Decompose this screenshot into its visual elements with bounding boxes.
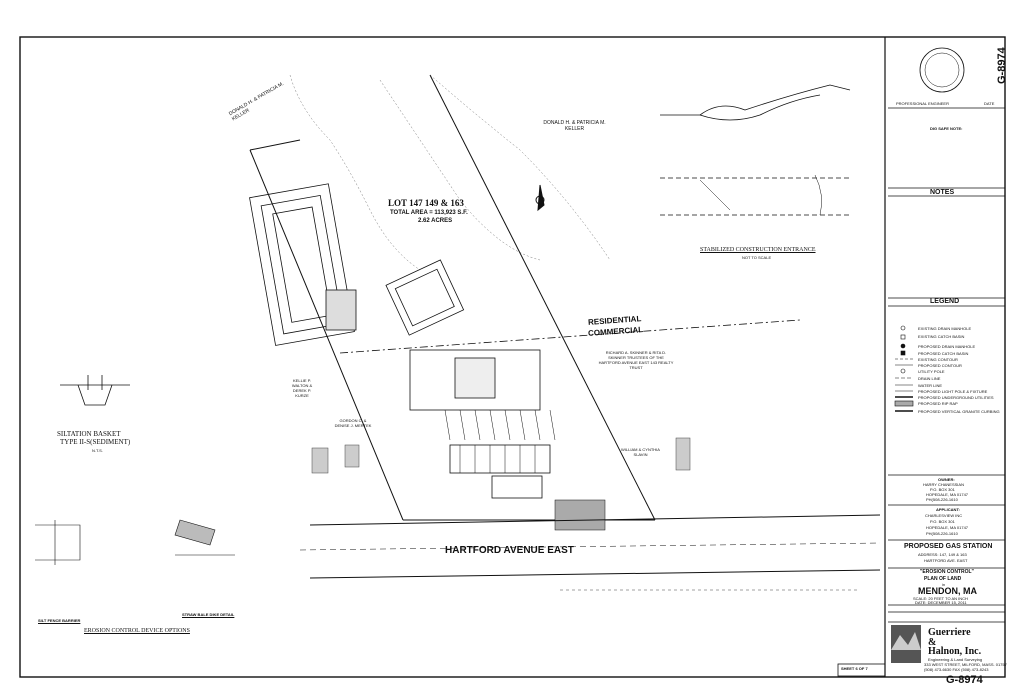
straw-bale-label: STRAW BALE DIKE DETAIL bbox=[182, 612, 235, 617]
property-lines bbox=[249, 74, 656, 521]
legend-item-2: PROPOSED DRAIN MANHOLE bbox=[918, 344, 976, 349]
legend-header: LEGEND bbox=[930, 298, 960, 305]
erosion-detail-sketches bbox=[35, 519, 235, 565]
drawing-number-bottom: G-8974 bbox=[946, 674, 983, 686]
lot-area: TOTAL AREA = 113,923 S.F. bbox=[390, 210, 468, 216]
neighbor-buildings bbox=[311, 437, 691, 474]
firm-tagline: Engineering & Land Surveying bbox=[928, 657, 983, 662]
project-street: HARTFORD AVE. EAST bbox=[924, 558, 968, 563]
siltation-basket-scale: N.T.S. bbox=[92, 448, 103, 453]
legend-item-10: PROPOSED UNDERGROUND UTILITIES bbox=[918, 395, 994, 400]
tree-line-hatching bbox=[289, 74, 611, 271]
applicant-name: CHARLESVIEW INC bbox=[925, 513, 963, 518]
building-and-parking bbox=[409, 349, 556, 499]
applicant-phone: PH(508-226-1610 bbox=[926, 531, 958, 536]
zoning-line bbox=[339, 319, 801, 354]
legend-item-7: DRAIN LINE bbox=[918, 376, 941, 381]
road-label: HARTFORD AVENUE EAST bbox=[445, 545, 574, 556]
plan-date: DATE: DECEMBER 15, 2011 bbox=[915, 600, 967, 605]
owner-name: HARRY CHANESSIAN bbox=[923, 482, 964, 487]
construction-entrance-label: STABILIZED CONSTRUCTION ENTRANCE bbox=[700, 247, 816, 253]
plan-sub: PLAN OF LAND bbox=[924, 576, 962, 582]
firm-name-3: Halnon, Inc. bbox=[928, 646, 982, 657]
owner-box: P.O. BOX 301 bbox=[930, 487, 955, 492]
legend-item-1: EXISTING CATCH BASIN bbox=[918, 334, 965, 339]
applicant-box: P.O. BOX 301 bbox=[930, 519, 955, 524]
legend-item-9: PROPOSED LIGHT POLE & FIXTURE bbox=[918, 389, 988, 394]
owner-keller-2: DONALD H. & PATRICIA M. KELLER bbox=[543, 120, 606, 132]
notes-header: NOTES bbox=[930, 189, 955, 196]
lot-acres: 2.62 ACRES bbox=[418, 218, 453, 224]
applicant-city: HOPEDALE, MA 01747 bbox=[926, 525, 969, 530]
legend-item-12: PROPOSED VERTICAL GRANITE CURBING bbox=[918, 409, 1000, 414]
road bbox=[299, 514, 881, 591]
silt-fence-label: SILT FENCE BARRIER bbox=[38, 618, 81, 623]
rip-rap bbox=[554, 499, 606, 531]
legend-item-8: WATER LINE bbox=[918, 383, 943, 388]
owner-city: HOPEDALE, MA 01747 bbox=[926, 492, 969, 497]
applicant-label: APPLICANT: bbox=[936, 507, 960, 512]
legend-item-5: PROPOSED CONTOUR bbox=[918, 363, 962, 368]
sheet-label: SHEET 6 OF 7 bbox=[841, 666, 868, 671]
project-title: PROPOSED GAS STATION bbox=[904, 543, 993, 550]
construction-entrance-scale: NOT TO SCALE bbox=[742, 255, 772, 260]
titleblock-lines bbox=[888, 107, 1005, 623]
erosion-options-label: EROSION CONTROL DEVICE OPTIONS bbox=[84, 628, 190, 634]
plan-title: "EROSION CONTROL" bbox=[920, 569, 974, 575]
owner-walton: KELLIE P. WALTON & DEREK P. KURZE bbox=[291, 378, 313, 398]
drawing-number-vertical: G-8974 bbox=[996, 47, 1008, 84]
owner-mertek: GORDON C. & DENISE J. MERTEK bbox=[334, 418, 372, 428]
firm-address: 333 WEST STREET, MILFORD, MASS. 01757 bbox=[924, 662, 1007, 667]
leaching-area bbox=[385, 259, 465, 336]
north-arrow bbox=[535, 184, 545, 212]
legend-item-11: PROPOSED RIP RAP bbox=[918, 401, 958, 406]
owner-slavin: WILLIAM & CYNTHIA SLAVIN bbox=[621, 447, 660, 457]
engineer-seal bbox=[919, 47, 965, 93]
legend-item-3: PROPOSED CATCH BASIN bbox=[918, 351, 969, 356]
construction-entrance-detail bbox=[660, 84, 851, 216]
legend-item-4: EXISTING CONTOUR bbox=[918, 357, 958, 362]
sheet-label-box bbox=[837, 663, 886, 677]
legend-item-0: EXISTING DRAIN MANHOLE bbox=[918, 326, 972, 331]
project-address: ADDRESS: 147, 149 & 163 bbox=[918, 552, 967, 557]
firm-name-2: & bbox=[928, 637, 937, 648]
firm-name-1: Guerriere bbox=[928, 627, 971, 638]
siltation-basket-sketch bbox=[60, 375, 130, 406]
town: MENDON, MA bbox=[918, 586, 977, 596]
date-label: DATE bbox=[984, 101, 995, 106]
sheet-border bbox=[19, 36, 1006, 678]
plan-scale: SCALE: 20 FEET TO AN INCH bbox=[913, 596, 968, 601]
legend-item-6: UTILITY POLE bbox=[918, 369, 945, 374]
siltation-basket-title: SILTATION BASKET bbox=[57, 430, 121, 438]
detention-basin bbox=[249, 183, 357, 346]
plan-in: in bbox=[942, 582, 946, 587]
lot-title: LOT 147 149 & 163 bbox=[388, 198, 464, 208]
owner-skinner: RICHARD A. SKINNER & RITA D. SKINNER TRU… bbox=[598, 350, 674, 370]
firm-phone: (508) 473-6630 FAX (508) 473-8243 bbox=[924, 667, 989, 672]
firm-logo-mountain bbox=[891, 632, 921, 650]
owner-phone: PH(508-226-1610 bbox=[926, 497, 958, 502]
legend-symbols bbox=[894, 325, 914, 412]
owner-label: OWNER: bbox=[938, 477, 955, 482]
siltation-basket-type: TYPE II-S(SEDIMENT) bbox=[60, 438, 131, 446]
dig-safe-note: DIG SAFE NOTE: bbox=[930, 126, 963, 131]
engineer-label: PROFESSIONAL ENGINEER bbox=[896, 101, 949, 106]
